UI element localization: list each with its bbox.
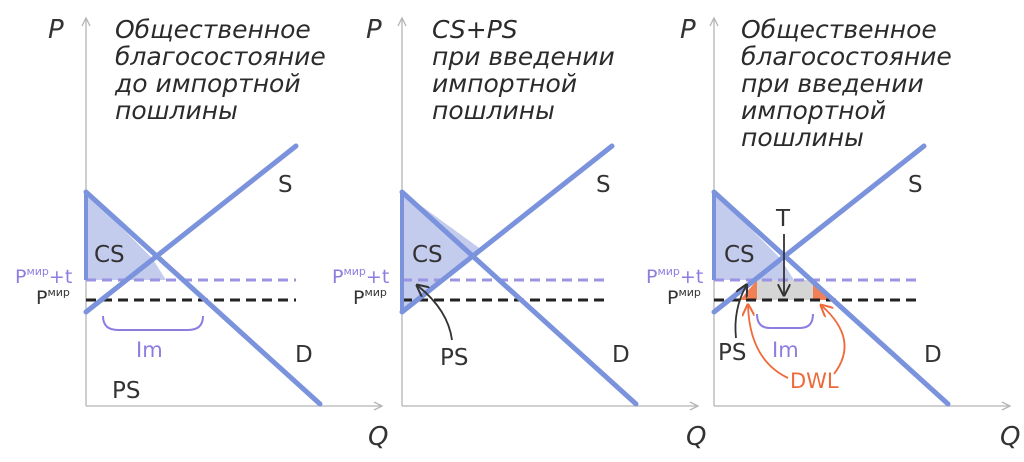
world-price-label: Pмир [36,286,70,309]
price-axis-label: P [680,15,696,45]
price-axis-label: P [48,15,64,45]
supply-label: S [278,172,293,198]
ps-label: PS [112,378,140,404]
supply-curve [399,143,615,315]
quantity-axis-label: Q [686,422,706,452]
tariff-revenue-area [757,280,813,300]
ps-label: PS [718,340,746,366]
panel-title: Общественное благосостояние до импортной… [114,15,334,125]
supply-curve [711,143,927,315]
panel-title: CS+PS при введении импортной пошлины [432,15,623,125]
supply-curve [83,143,299,315]
supply-label: S [596,172,611,198]
panel-2: P Q CS+PS при введении импортной пошлины… [332,15,706,452]
tariff-price-label: Pмир+t [332,265,389,288]
panel-title: Общественное благосостояние при введении… [741,15,960,152]
ps-pointer-arrow [734,286,746,339]
consumer-surplus-area [714,192,794,280]
dwl-arrow-right [822,306,846,375]
demand-curve [399,189,639,407]
world-price-label: Pмир [353,286,387,309]
tariff-price-label: Pмир+t [15,265,72,288]
quantity-axis-label: Q [368,422,388,452]
demand-label: D [924,342,942,368]
world-price-label: Pмир [667,286,701,309]
demand-curve [83,189,323,407]
ps-pointer-arrow [418,286,453,341]
ps-label: PS [440,345,468,371]
demand-curve [711,189,951,407]
cs-label: CS [94,242,125,268]
dwl-label: DWL [790,369,839,393]
imports-bracket [102,315,204,331]
imports-label: Im [772,338,799,362]
cs-label: CS [724,242,755,268]
dwl-arrow-left [748,306,789,379]
cs-label: CS [412,242,443,268]
demand-label: D [295,342,313,368]
demand-label: D [612,342,630,368]
price-axis-label: P [366,15,382,45]
supply-label: S [908,172,923,198]
cs-ps-area [402,192,482,312]
tariff-revenue-label: T [775,206,791,232]
imports-bracket [756,313,814,329]
quantity-axis-label: Q [1000,422,1020,452]
consumer-surplus-area [86,192,166,280]
tariff-price-label: Pмир+t [646,265,703,288]
panel-1: P Q Общественное благосостояние до импор… [15,15,388,452]
imports-label: Im [136,338,163,362]
panel-3: P Q Общественное благосостояние при введ… [646,15,1020,452]
